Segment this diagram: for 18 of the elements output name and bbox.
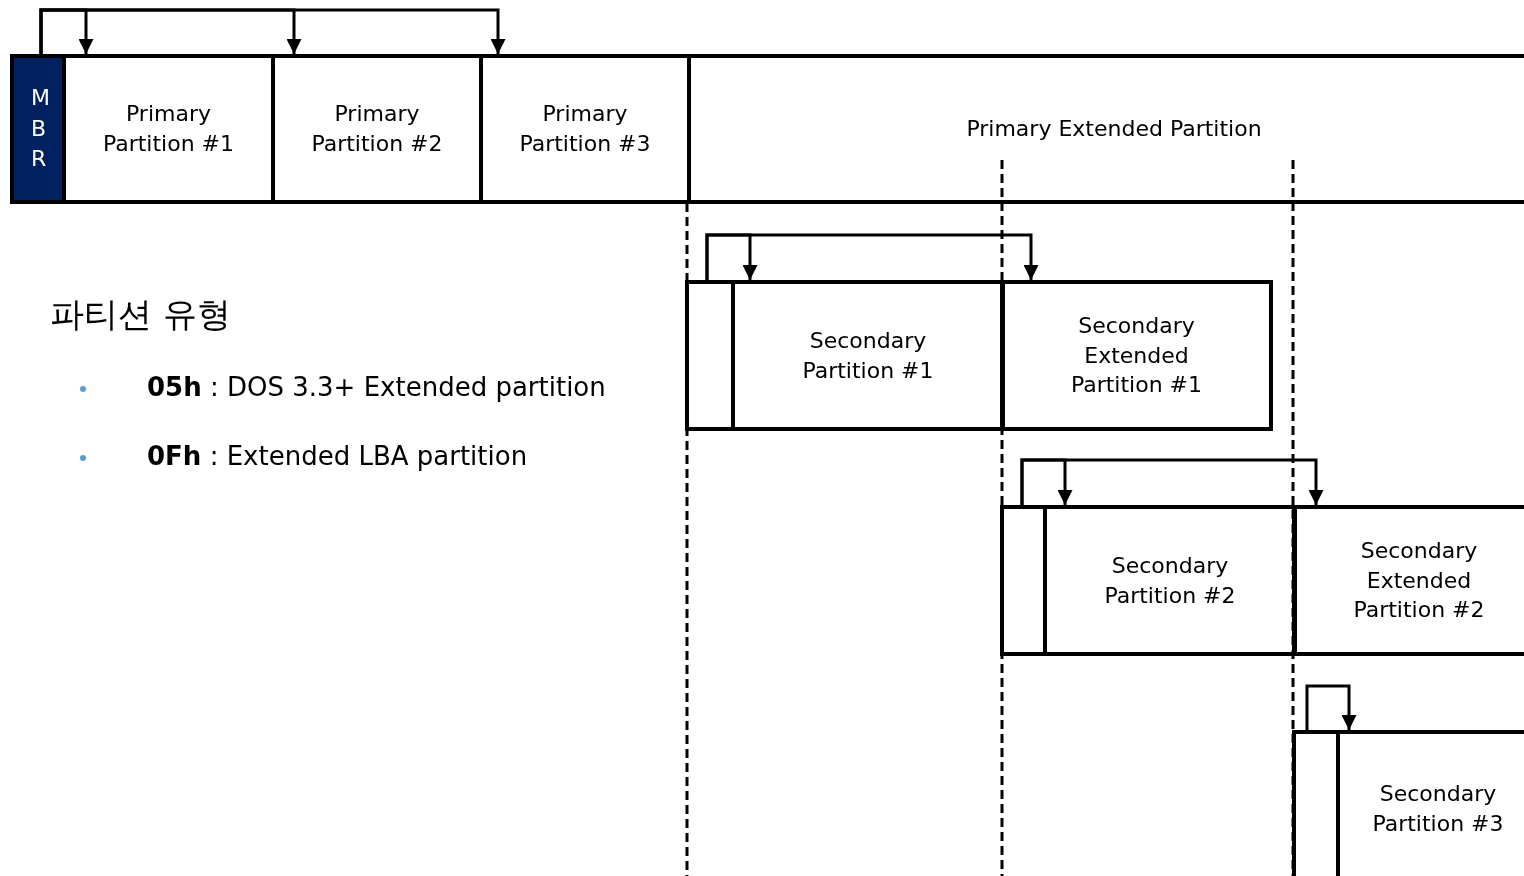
partition-label: Primary Partition #3	[518, 100, 652, 158]
list-item: 05h : DOS 3.3+ Extended partition	[147, 372, 606, 402]
partition-label: Primary Partition #1	[101, 100, 236, 158]
partition-label: Primary Extended Partition	[965, 115, 1263, 144]
list-item: 0Fh : Extended LBA partition	[147, 441, 528, 471]
partition-label: Secondary Partition #3	[1371, 780, 1505, 838]
arrow	[705, 233, 1039, 282]
partition-label: Secondary Extended Partition #1	[1069, 311, 1204, 400]
section-heading: 파티션 유형	[50, 293, 231, 336]
arrow	[1020, 458, 1324, 507]
partition-box	[1292, 505, 1524, 656]
arrow	[39, 8, 506, 56]
partition-label: Secondary Partition #1	[801, 326, 935, 385]
partition-box	[1000, 280, 1273, 431]
partition-label: Secondary Extended Partition #2	[1352, 536, 1486, 625]
arrow	[1305, 684, 1357, 732]
partition-label: Secondary Partition #2	[1103, 551, 1237, 610]
partition-label: Primary Partition #2	[310, 100, 444, 158]
